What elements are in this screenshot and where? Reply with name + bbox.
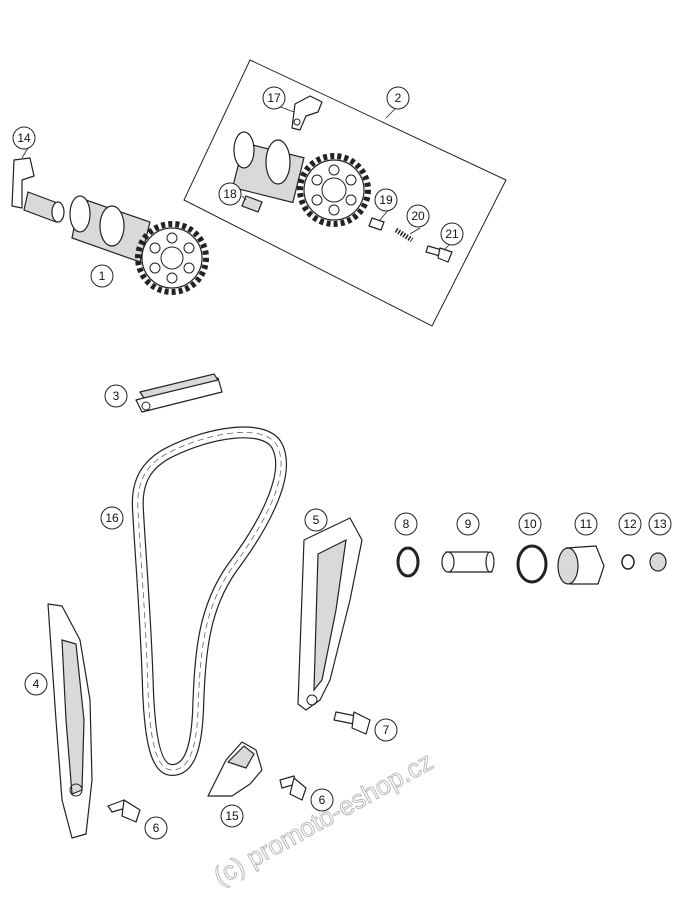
upper-chain-guide-3 [135,373,223,413]
plunger-9 [441,551,495,573]
callout-11: 11 [574,512,598,536]
guide-rail-4 [47,603,93,839]
callout-18: 18 [218,182,242,206]
callout-9: 9 [456,512,480,536]
callout-8: 8 [394,512,418,536]
ring-12 [621,554,635,570]
camshaft-kit-box [183,59,507,327]
kit-rocker-part [291,95,323,131]
svg-text:3: 3 [113,389,120,403]
svg-text:21: 21 [445,227,459,241]
svg-text:12: 12 [623,517,637,531]
svg-text:9: 9 [465,517,472,531]
bolt-7 [333,711,371,735]
kit-bolt-21 [425,245,453,263]
camshaft-part-1 [69,195,206,292]
svg-text:10: 10 [523,517,537,531]
callout-21: 21 [440,222,464,246]
svg-text:7: 7 [383,723,390,737]
callout-20: 20 [406,204,430,228]
svg-text:20: 20 [411,209,425,223]
svg-text:2: 2 [395,91,402,105]
svg-text:15: 15 [225,809,239,823]
cap-13 [649,552,667,572]
callout-3: 3 [104,384,128,408]
callout-19: 19 [374,188,398,212]
bolt-6-lower [107,799,141,823]
svg-text:18: 18 [223,187,237,201]
svg-text:1: 1 [99,269,106,283]
svg-text:19: 19 [379,193,393,207]
callout-7: 7 [374,718,398,742]
callout-4: 4 [24,672,48,696]
svg-text:5: 5 [313,513,320,527]
svg-text:8: 8 [403,517,410,531]
svg-text:6: 6 [319,793,326,807]
callout-15: 15 [220,804,244,828]
tensioner-rail-5 [297,517,363,711]
callout-12: 12 [618,512,642,536]
small-guide-15 [207,741,263,797]
callout-2: 2 [386,86,410,110]
kit-pin-18 [241,195,263,213]
svg-text:11: 11 [580,517,593,531]
seal-ring-10 [516,544,548,584]
timing-chain-16 [131,426,288,776]
callout-6-middle: 6 [310,788,334,812]
callout-17: 17 [262,86,286,110]
callout-16: 16 [100,506,124,530]
callout-5: 5 [304,508,328,532]
svg-text:16: 16 [105,511,119,525]
bracket-part-14 [11,157,65,223]
kit-camshaft [231,131,368,224]
tensioner-plug-11 [557,545,605,585]
kit-pin-19 [368,217,385,231]
kit-spring-20 [394,227,414,243]
bolt-6-middle [279,775,307,801]
callout-14: 14 [12,126,36,150]
svg-text:13: 13 [653,517,667,531]
callout-1: 1 [90,264,114,288]
callout-10: 10 [518,512,542,536]
svg-text:17: 17 [267,91,281,105]
svg-text:4: 4 [33,677,40,691]
callout-6-lower: 6 [144,816,168,840]
o-ring-8 [396,546,420,578]
svg-text:14: 14 [17,131,31,145]
callout-13: 13 [648,512,672,536]
svg-text:6: 6 [153,821,160,835]
